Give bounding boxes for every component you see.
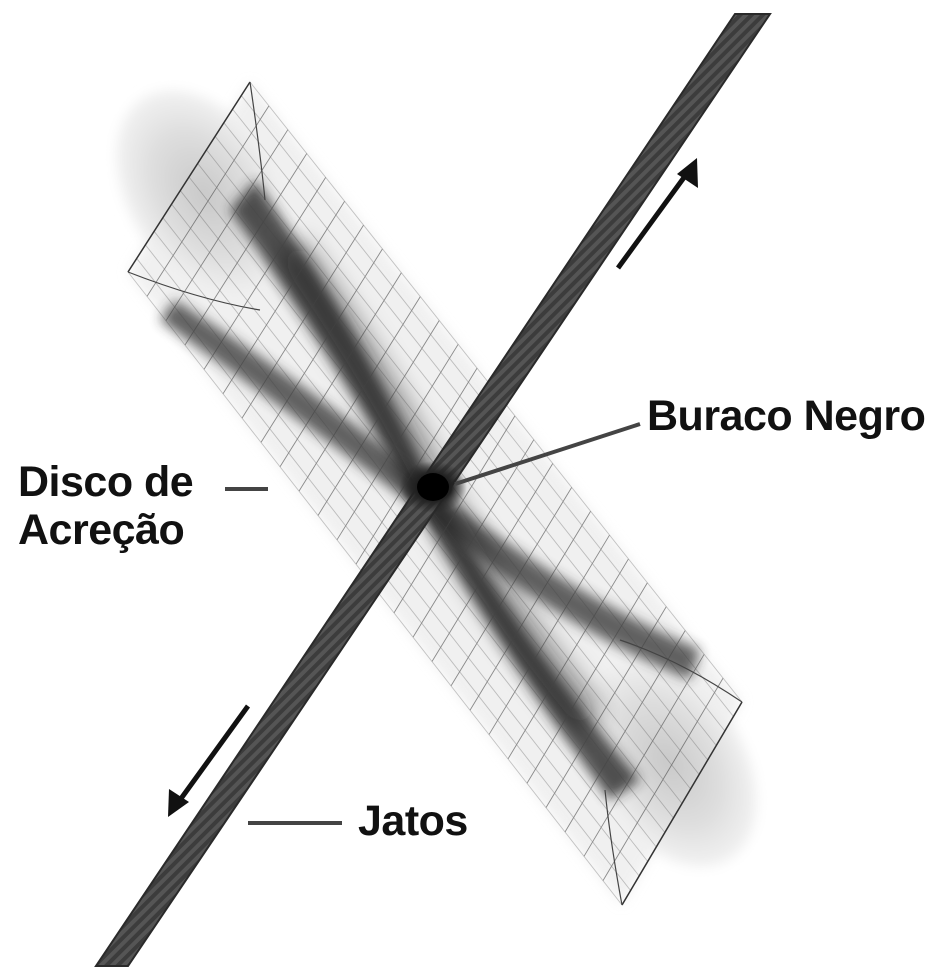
black-hole-label: Buraco Negro: [647, 392, 925, 440]
accretion-disk-label-line2: Acreção: [18, 506, 193, 554]
accretion-disk-label: Disco de Acreção: [18, 458, 193, 554]
accretion-disk-label-line1: Disco de: [18, 458, 193, 506]
jets-label: Jatos: [358, 797, 468, 845]
